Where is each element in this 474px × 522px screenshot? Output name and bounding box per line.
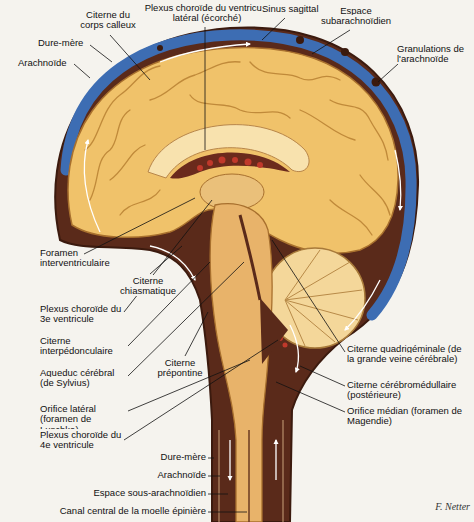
brainstem — [210, 204, 272, 522]
part-label: Citerne du corps calleux — [76, 10, 140, 31]
label-text: Citerne prépontine — [158, 357, 203, 378]
fourth-ventricle — [260, 298, 288, 364]
label-text: Dure-mère — [161, 451, 206, 462]
part-label: Citerne interpédonculaire — [40, 336, 128, 357]
part-label: Aqueduc cérébral (de Sylvius) — [40, 368, 128, 389]
part-label: Orifice médian (foramen de Magendie) — [347, 406, 471, 427]
label-text: Citerne quadrigéminale (de la grande vei… — [347, 343, 462, 364]
part-label: Arachnoïde — [18, 58, 78, 68]
leader-lines — [74, 18, 398, 512]
part-label: Citerne cérébromédullaire (postérieure) — [347, 380, 471, 401]
label-text: Arachnoïde — [157, 469, 206, 480]
label-text: Espace subarachnoïdien — [321, 5, 391, 26]
part-label: Plexus choroïde du ventricule latéral (é… — [136, 3, 278, 24]
part-label: Arachnoïde — [110, 470, 206, 480]
arachnoid-granulations — [157, 36, 381, 87]
label-text: Citerne cérébromédullaire (postérieure) — [347, 379, 456, 400]
label-text: Granulations de l'arachnoïde — [397, 43, 464, 64]
part-label: Citerne quadrigéminale (de la grande vei… — [347, 344, 471, 365]
part-label: Canal central de la moelle épinière — [10, 506, 206, 516]
label-text: Plexus choroïde du 3e ventricule — [40, 303, 121, 324]
cerebral-aqueduct — [240, 215, 260, 300]
part-label: Dure-mère — [110, 452, 206, 462]
label-text: Aqueduc cérébral (de Sylvius) — [40, 367, 114, 388]
corpus-callosum — [148, 125, 309, 178]
label-text: Citerne du corps calleux — [80, 9, 135, 30]
part-label: Citerne prépontine — [152, 358, 208, 379]
part-label: Plexus choroïde du 3e ventricule — [40, 304, 124, 325]
part-label: Sinus sagittal — [262, 4, 338, 14]
part-label: Foramen interventriculaire — [40, 248, 128, 269]
artist-signature: F. Netter — [424, 502, 470, 513]
label-text: Plexus choroïde du 4e ventricule — [40, 429, 121, 450]
central-canal — [248, 430, 250, 522]
label-text: Plexus choroïde du ventricule latéral (é… — [145, 2, 270, 23]
part-label: Citerne chiasmatique — [116, 276, 180, 297]
label-text: Citerne chiasmatique — [120, 275, 176, 296]
cerebellar-folia — [285, 250, 362, 346]
part-label: Plexus choroïde du 4e ventricule — [40, 430, 124, 451]
part-label: Espace subarachnoïdien — [316, 6, 396, 27]
label-text: Espace sous-arachnoïdien — [94, 487, 207, 498]
label-text: Canal central de la moelle épinière — [60, 505, 206, 516]
label-text: Citerne interpédonculaire — [40, 335, 113, 356]
label-text: Arachnoïde — [18, 57, 67, 68]
spinal-meninges — [219, 420, 283, 522]
part-label: Granulations de l'arachnoïde — [397, 44, 471, 65]
label-text: Foramen interventriculaire — [40, 247, 110, 268]
label-text: Sinus sagittal — [262, 3, 319, 14]
part-label: Espace sous-arachnoïdien — [70, 488, 206, 498]
label-text: Dure-mère — [38, 37, 83, 48]
part-label: Dure-mère — [38, 38, 94, 48]
label-text: Orifice médian (foramen de Magendie) — [347, 405, 462, 426]
dura-outline — [55, 27, 418, 522]
label-text: F. Netter — [435, 501, 470, 512]
